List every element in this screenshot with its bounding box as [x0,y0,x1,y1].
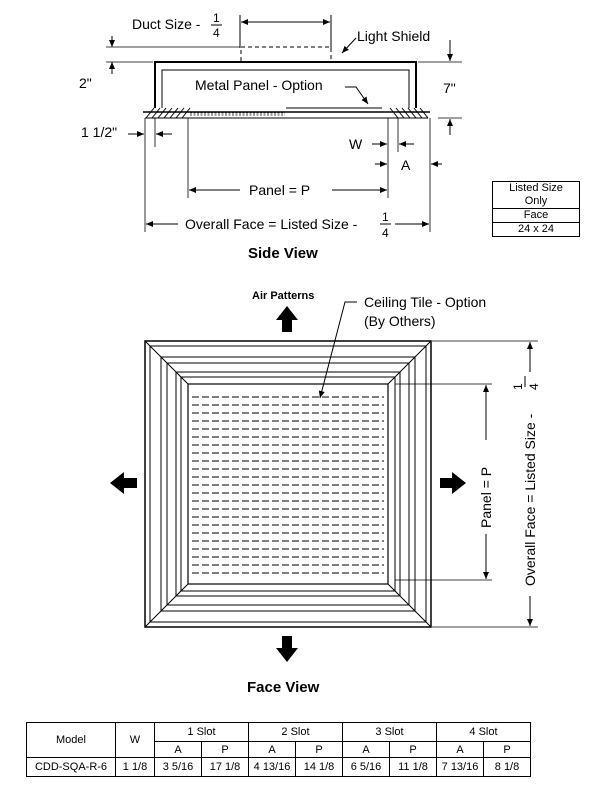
face-view-title: Face View [247,679,320,696]
side-overall-face: Overall Face = Listed Size - [185,216,358,232]
cell-w: 1 1/8 [115,757,155,777]
face-overall-face: Overall Face = Listed Size - [522,413,538,586]
face-view: Air Patterns Ceiling Tile - Option (By O… [110,290,541,696]
sub-p: P [483,741,531,758]
face-overall-frac-num: 1 [511,383,525,390]
side-overall-frac-num: 1 [382,210,389,224]
face-panel-p: Panel = P [478,467,494,528]
arrow-down-icon [276,636,298,662]
face-overall-frac-den: 4 [527,383,541,390]
sub-p: P [295,741,343,758]
header-3-slot: 3 Slot [342,722,437,742]
spec-only: Only [492,195,580,209]
dim-1-1-2in: 1 1/2" [81,124,117,140]
air-patterns-label: Air Patterns [252,290,314,302]
ceiling-tile-line1: Ceiling Tile - Option [364,294,486,310]
dim-2in: 2" [79,75,92,91]
air-arrows [110,306,466,662]
header-1-slot: 1 Slot [154,722,249,742]
side-panel-p: Panel = P [249,182,310,198]
header-w: W [115,722,155,758]
sub-a: A [248,741,296,758]
duct-size-frac-den: 4 [213,26,220,40]
metal-panel-label: Metal Panel - Option [195,77,323,93]
light-shield [154,61,417,108]
diffuser-frames [144,340,432,628]
cell-model: CDD-SQA-R-6 [26,757,116,777]
ceiling-tile-pattern [192,396,384,574]
listed-size-box: Listed Size Only Face 24 x 24 [492,181,580,237]
sub-p: P [201,741,249,758]
cell-2slot-a: 4 13/16 [248,757,296,777]
cell-1slot-a: 3 5/16 [154,757,202,777]
label-a: A [401,157,411,173]
label-w: W [349,136,363,152]
spec-size-value: 24 x 24 [492,222,580,237]
cell-1slot-p: 17 1/8 [201,757,249,777]
side-view: Duct Size - 1 4 Light Shield Metal Panel… [79,11,462,262]
duct-size-label: Duct Size - [132,16,201,32]
cell-3slot-a: 6 5/16 [342,757,390,777]
panel-hatch [190,107,382,116]
sub-a: A [342,741,390,758]
spec-listed-size: Listed Size [492,181,580,195]
header-4-slot: 4 Slot [436,722,531,742]
arrow-left-icon [110,472,137,494]
light-shield-label: Light Shield [357,28,430,44]
cell-2slot-p: 14 1/8 [295,757,343,777]
sub-a: A [154,741,202,758]
side-view-title: Side View [248,245,318,262]
left-louvers [145,107,191,119]
side-overall-frac-den: 4 [382,226,389,240]
model-dimension-table: Model W 1 Slot 2 Slot 3 Slot 4 Slot A P … [26,722,531,777]
arrow-up-icon [276,306,298,332]
duct-collar [240,46,332,63]
cell-3slot-p: 11 1/8 [389,757,437,777]
ceiling-tile-line2: (By Others) [364,313,436,329]
cell-4slot-p: 8 1/8 [483,757,531,777]
header-model: Model [26,722,116,758]
dim-7in: 7" [443,80,456,96]
spec-face: Face [492,208,580,223]
table-row: CDD-SQA-R-6 1 1/8 3 5/16 17 1/8 4 13/16 … [26,757,531,777]
arrow-right-icon [440,472,466,494]
sub-p: P [389,741,437,758]
header-2-slot: 2 Slot [248,722,343,742]
right-louvers [389,107,429,119]
sub-a: A [436,741,484,758]
cell-4slot-a: 7 13/16 [436,757,484,777]
duct-size-frac-num: 1 [213,11,220,25]
